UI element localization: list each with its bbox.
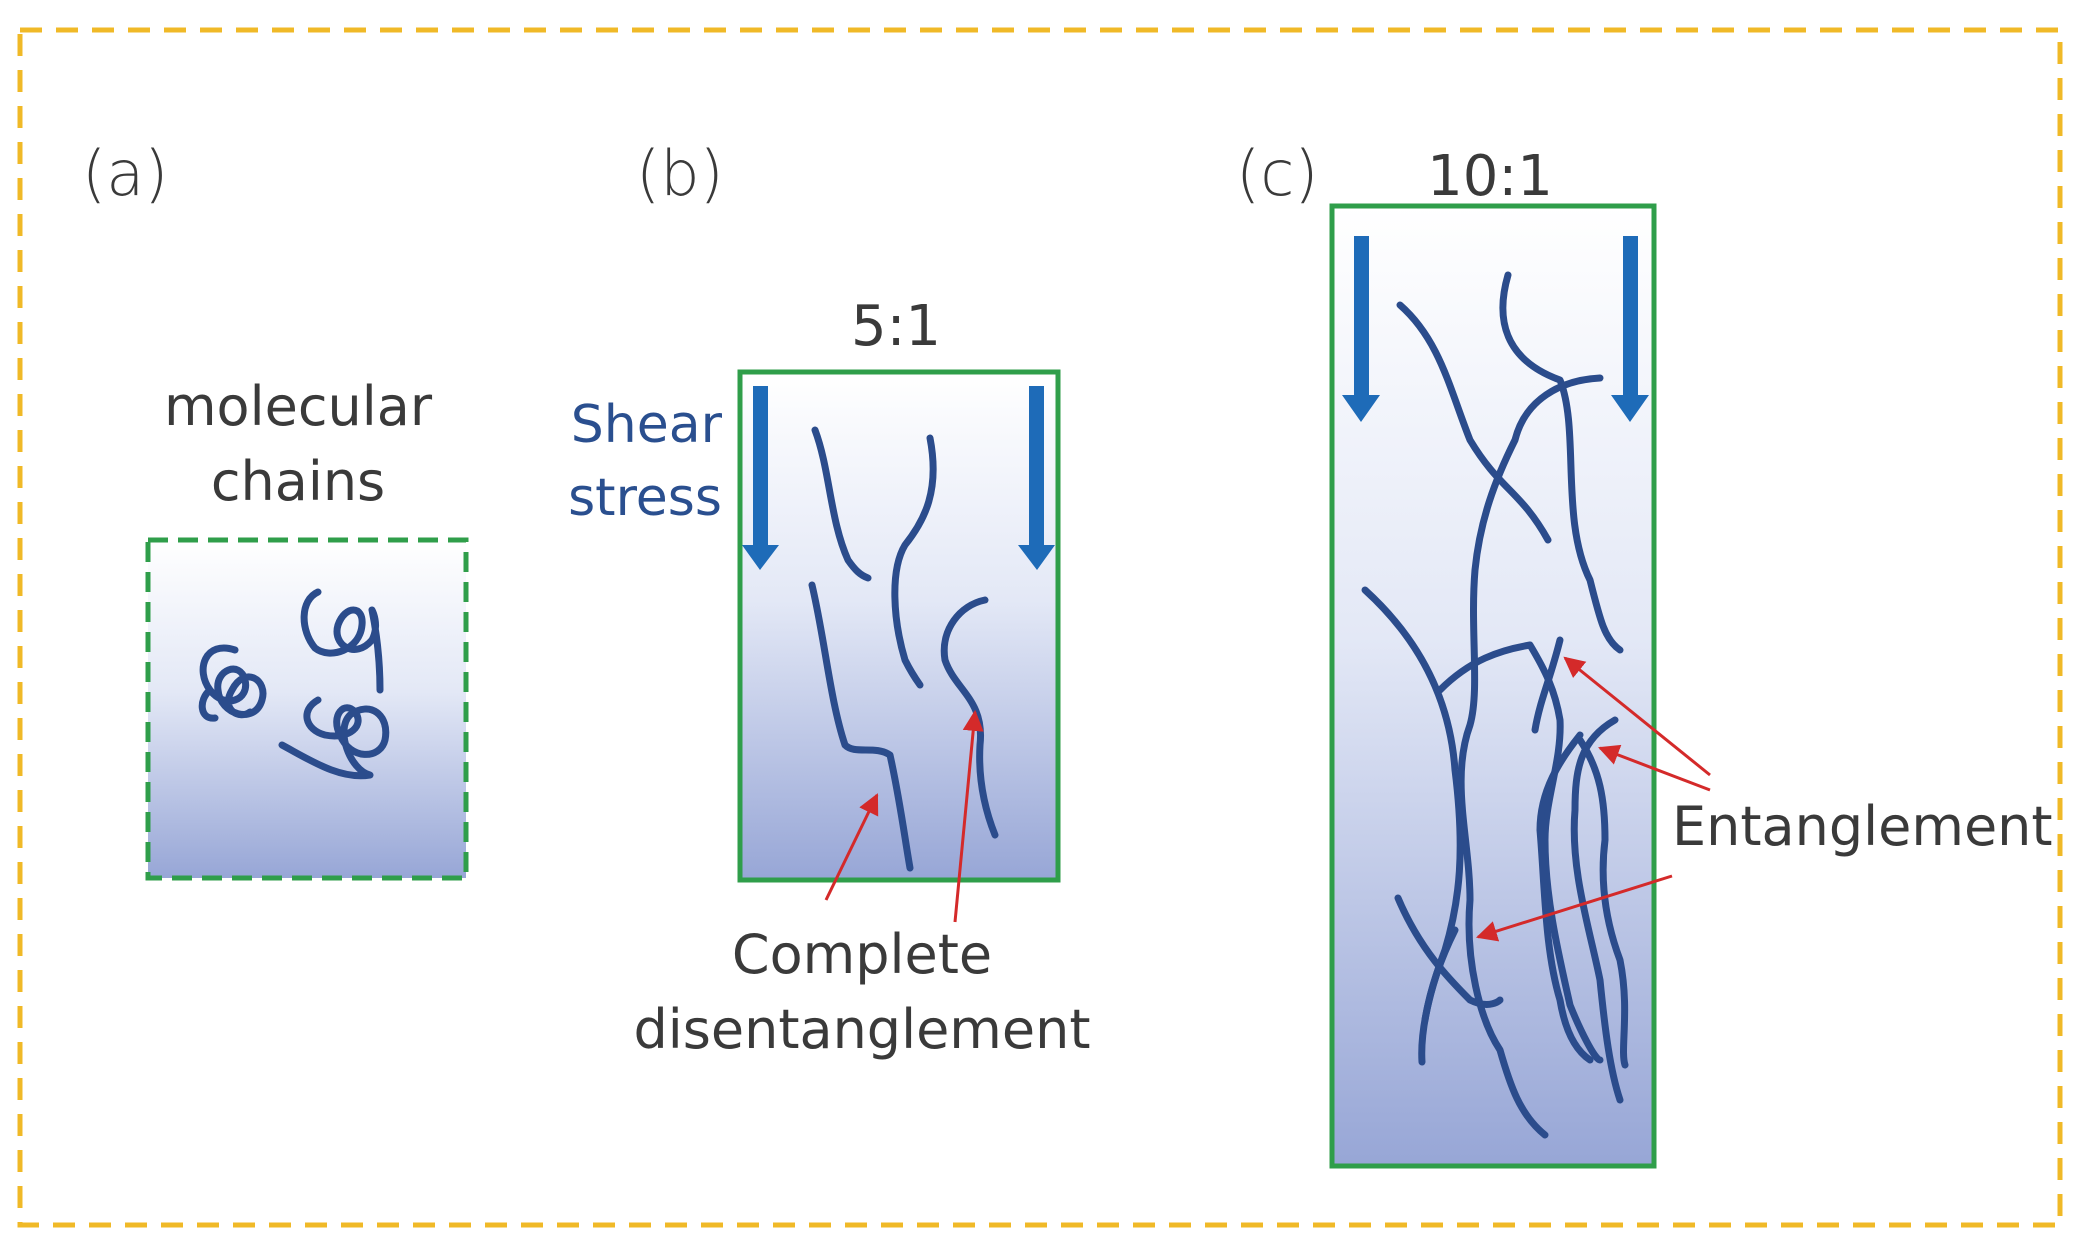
panel-c-shear-arrows xyxy=(1342,236,1649,422)
pointer-c2 xyxy=(1598,744,1711,792)
pointer-b1 xyxy=(824,793,879,901)
chain-b4 xyxy=(940,596,999,839)
pointer-b2 xyxy=(953,709,984,923)
panel-b-caption-line1: Complete xyxy=(732,923,992,986)
shear-arrow-c-left xyxy=(1342,236,1380,422)
panel-a: (a) molecular chains xyxy=(82,137,469,881)
chain-b2 xyxy=(891,434,937,689)
panel-a-letter: (a) xyxy=(82,137,168,210)
chain-c9 xyxy=(1576,736,1629,1069)
chain-c3 xyxy=(1457,374,1604,1139)
panel-c: (c) 10:1 Entanglement xyxy=(1236,137,2053,1169)
panel-c-chains xyxy=(1361,271,1629,1139)
panel-a-caption-line1: molecular xyxy=(164,375,433,438)
chain-b1 xyxy=(811,426,872,582)
coiled-chains xyxy=(198,588,390,780)
panel-b-chains xyxy=(808,426,999,872)
chain-c10 xyxy=(1394,894,1504,1008)
outer-frame xyxy=(17,27,2063,1228)
coil-top xyxy=(300,588,384,694)
panel-b-letter: (b) xyxy=(636,137,724,210)
panel-c-ratio: 10:1 xyxy=(1427,144,1553,209)
panel-b-shear-arrows xyxy=(742,386,1055,570)
chain-b3 xyxy=(808,581,914,872)
entanglement-label: Entanglement xyxy=(1672,795,2053,858)
chain-c1 xyxy=(1396,301,1552,544)
shear-arrow-left xyxy=(742,386,779,570)
panel-c-letter: (c) xyxy=(1236,137,1318,210)
coil-left xyxy=(198,644,267,722)
panel-a-caption-line2: chains xyxy=(211,450,385,513)
shear-arrow-c-right xyxy=(1611,236,1649,422)
shear-arrow-right xyxy=(1018,386,1055,570)
shear-label-line1: Shear xyxy=(571,395,723,455)
pointer-c1 xyxy=(1563,656,1711,777)
chain-c11 xyxy=(1421,926,1459,1024)
panel-b-caption-line2: disentanglement xyxy=(633,998,1090,1061)
panel-b: (b) 5:1 Shear stress Complete disentangl… xyxy=(568,137,1090,1061)
coil-bottom xyxy=(278,696,390,780)
pointer-c3 xyxy=(1475,874,1673,942)
panel-b-ratio: 5:1 xyxy=(851,294,941,359)
chain-c7 xyxy=(1536,731,1594,1064)
chain-c6 xyxy=(1531,636,1564,734)
chain-c2 xyxy=(1499,271,1624,654)
shear-label-line2: stress xyxy=(568,468,722,528)
